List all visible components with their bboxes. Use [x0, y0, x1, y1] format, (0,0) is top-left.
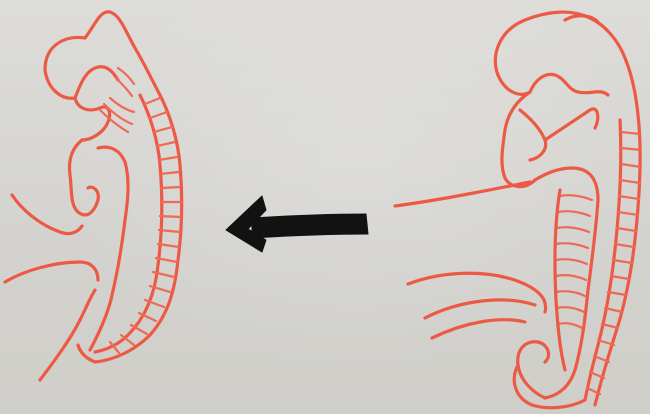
leftward-arrow	[226, 196, 368, 252]
right-embryo-head	[495, 12, 638, 115]
arrow-shaft	[252, 214, 368, 238]
left-embryo-segments	[110, 98, 181, 353]
right-embryo-jaw	[520, 110, 546, 160]
right-embryo-stalk-mid	[408, 273, 546, 312]
right-embryo-stalk-lower	[425, 300, 535, 318]
right-embryo-sketch	[395, 12, 641, 408]
right-embryo-arch	[545, 109, 598, 140]
right-embryo-stalk-bottom	[432, 320, 525, 338]
left-embryo-belly	[90, 147, 128, 350]
left-embryo-tail	[40, 290, 95, 380]
left-embryo-stalk-lower	[5, 262, 98, 282]
left-embryo-body	[70, 140, 99, 215]
right-embryo-head-inner	[498, 74, 608, 95]
right-embryo-stalk-upper	[395, 182, 530, 206]
right-embryo-tail	[518, 342, 549, 398]
right-embryo-belly-wall	[555, 190, 565, 370]
left-embryo-sketch	[5, 12, 182, 380]
right-embryo-face	[502, 92, 535, 187]
left-embryo-head-fold	[45, 67, 118, 99]
left-embryo-arches	[100, 68, 134, 132]
